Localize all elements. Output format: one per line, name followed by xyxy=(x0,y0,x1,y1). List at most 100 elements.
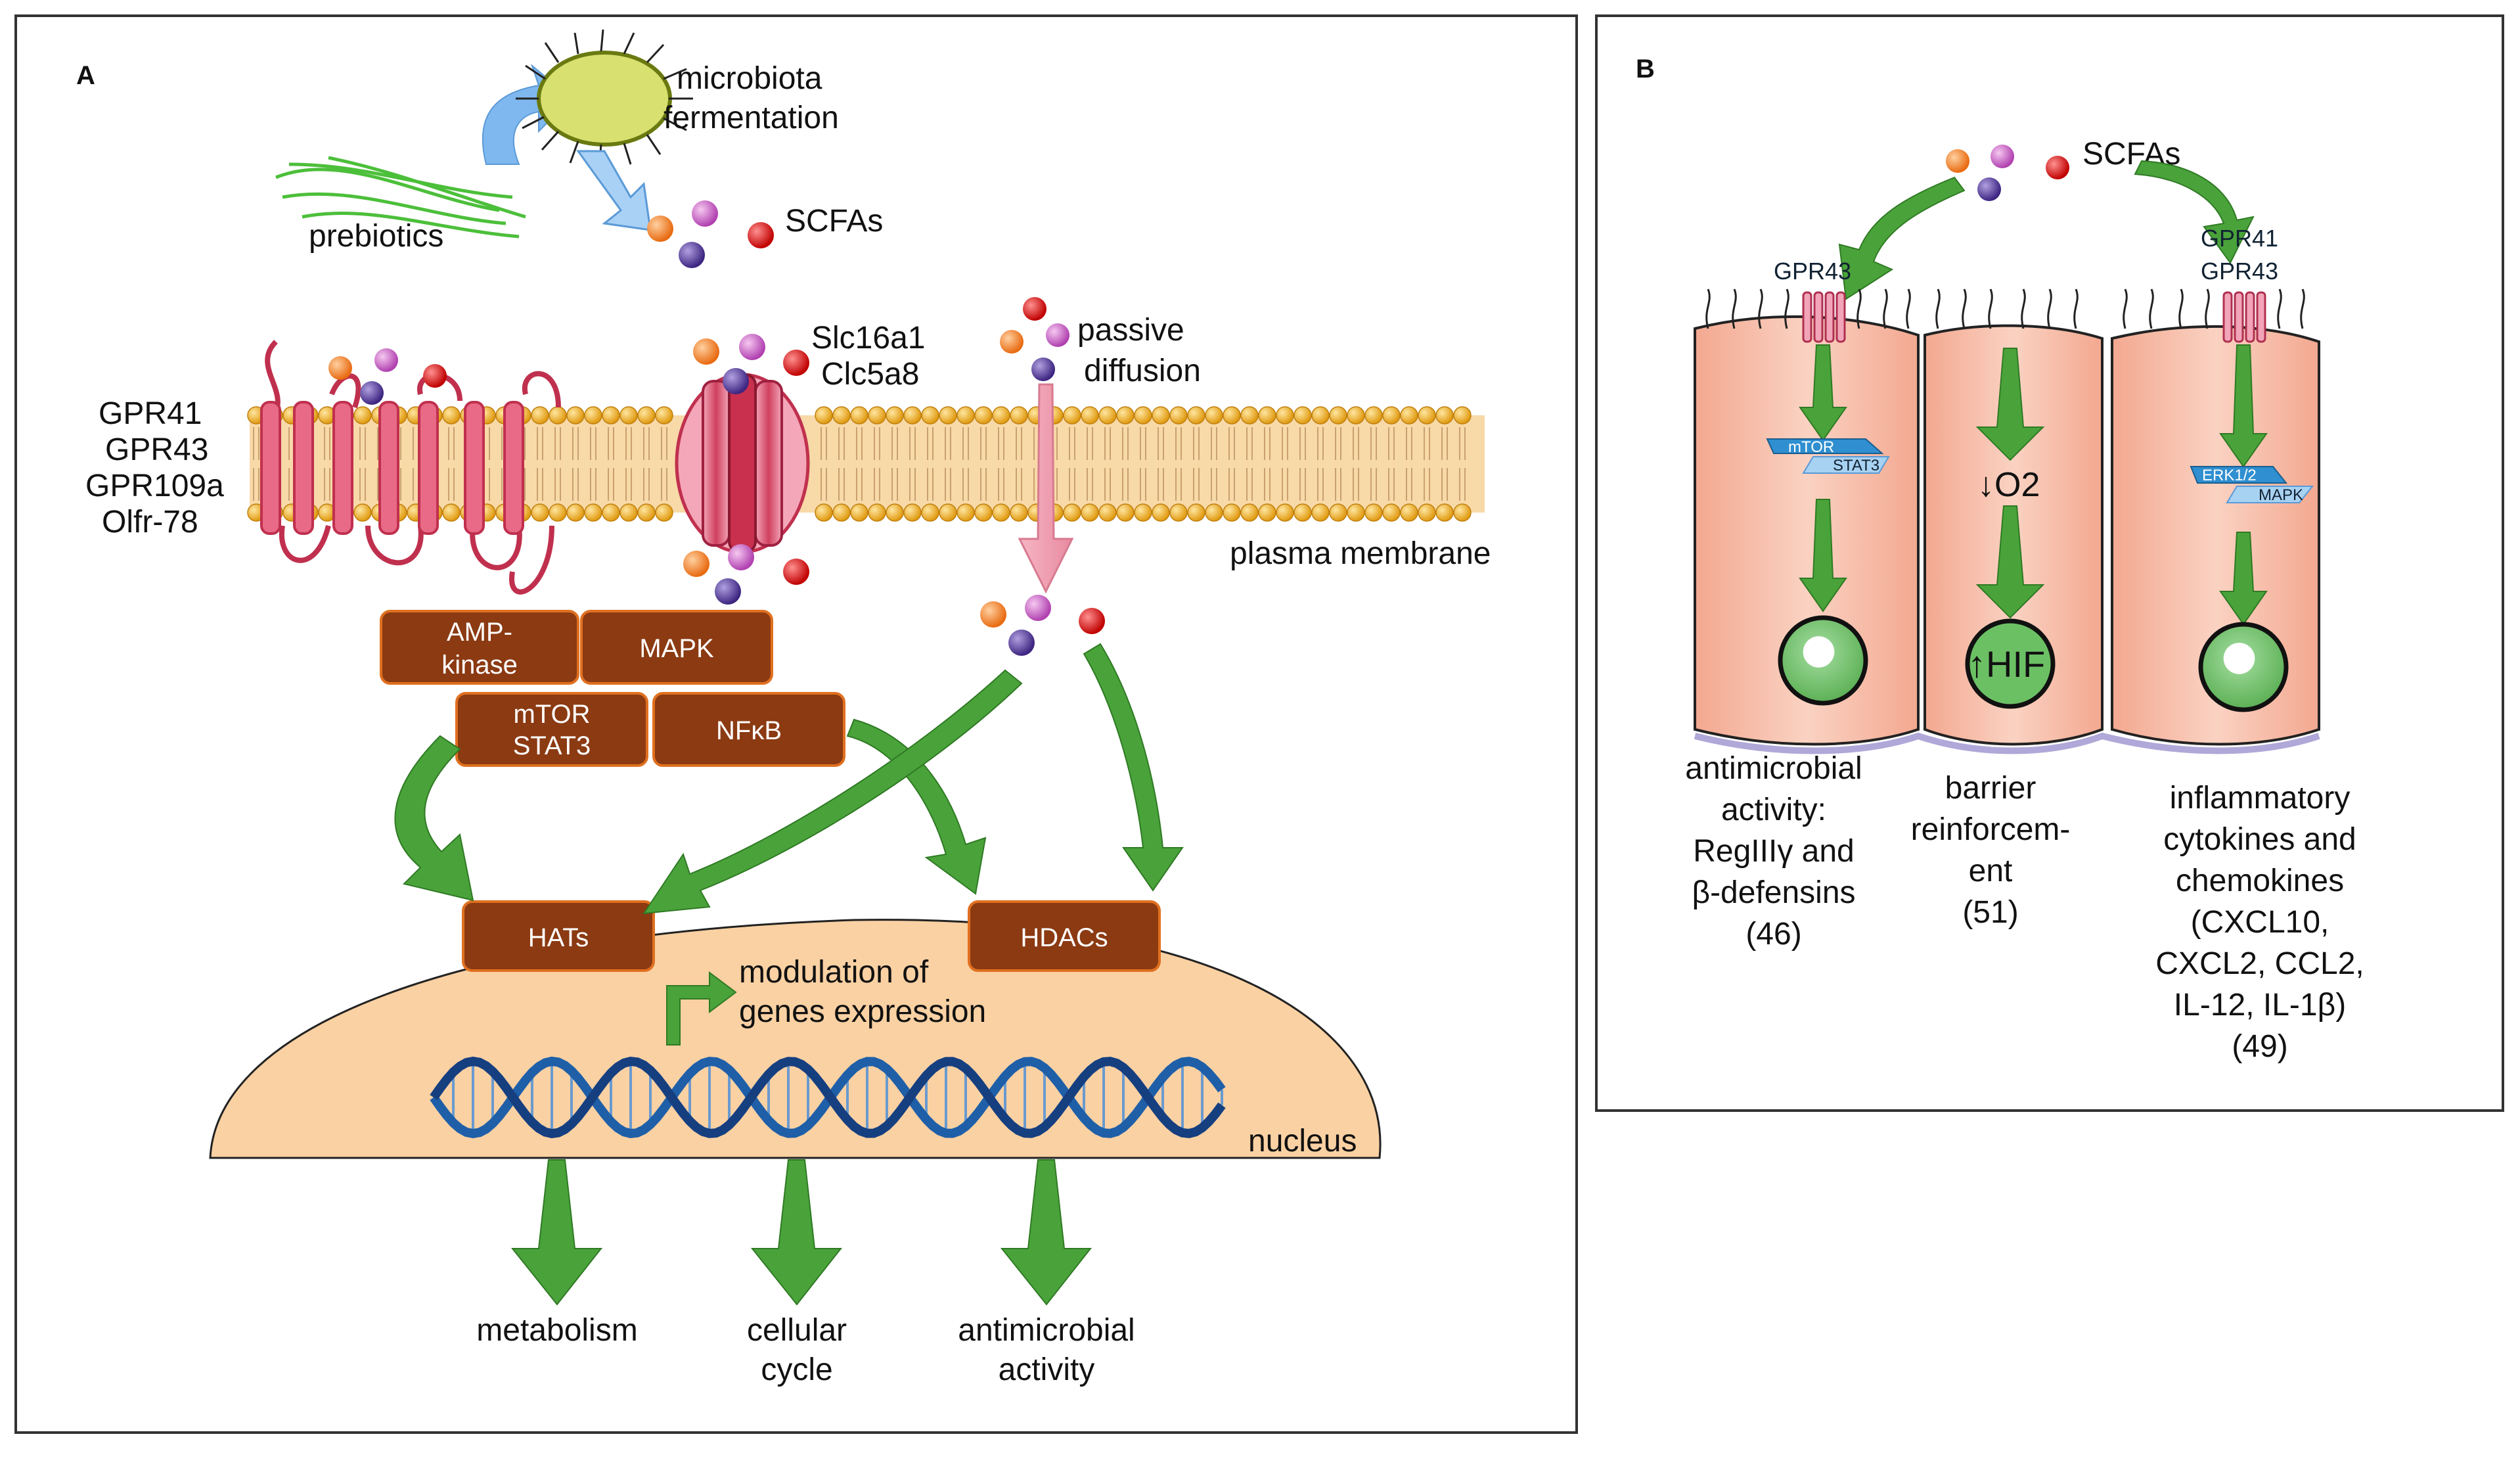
receptor-gpr109a-label: GPR109a xyxy=(85,469,224,503)
plasma-membrane-label: plasma membrane xyxy=(1230,536,1491,571)
microvillus xyxy=(1883,288,1888,329)
cellular-label: cellular xyxy=(747,1313,847,1348)
lipid-head xyxy=(1276,406,1294,425)
cell1-stat3-text: STAT3 xyxy=(1833,457,1879,474)
lipid-head xyxy=(655,406,673,425)
cell2-nucleus xyxy=(1965,618,2056,709)
caption3-line7: (49) xyxy=(2232,1029,2287,1064)
lipid-head xyxy=(602,503,620,522)
lipid-head xyxy=(868,503,886,522)
cell3-mapk-tag xyxy=(2226,486,2314,503)
cell1-receptor-icon xyxy=(1802,291,1846,343)
scfas-label-a: SCFAs xyxy=(785,204,883,239)
cell1-mtor-tag xyxy=(1766,438,1884,454)
antimicrobial-label: antimicrobial xyxy=(958,1313,1135,1348)
modulation-label-line2: genes expression xyxy=(739,994,986,1029)
microbiota-label: microbiota xyxy=(677,61,822,96)
lipid-head xyxy=(531,406,549,425)
ampk-label-line1: AMP- xyxy=(447,618,512,647)
receptor-list: GPR41 GPR43 GPR109a Olfr-78 xyxy=(85,396,224,540)
microvillus xyxy=(2047,288,2052,329)
microvillus xyxy=(2277,288,2282,329)
antimicrobial-arrow xyxy=(1000,1159,1092,1306)
caption3-line4: (CXCL10, xyxy=(2191,905,2329,940)
lipid-head xyxy=(956,503,975,522)
lipid-head xyxy=(1063,503,1081,522)
lipid-head xyxy=(1205,503,1223,522)
lipid-head xyxy=(1187,406,1205,425)
lipid-head xyxy=(1418,503,1436,522)
prebiotics-label: prebiotics xyxy=(309,219,443,254)
lipid-head xyxy=(886,406,904,425)
caption-cell2: barrier reinforcem- ent (51) xyxy=(1911,771,2071,930)
gene-expression-arrow xyxy=(666,971,737,1046)
lipid-head xyxy=(921,406,939,425)
scfa-molecules-passive-out xyxy=(980,595,1105,656)
caption1-line5: (46) xyxy=(1745,917,1801,952)
gpr43-label-b-right: GPR43 xyxy=(2201,258,2278,285)
nfkb-box xyxy=(652,692,845,767)
cell3-arrow-lower xyxy=(2219,532,2268,626)
hats-box xyxy=(462,900,655,972)
lipid-head xyxy=(549,406,567,425)
lipid-head xyxy=(1223,406,1241,425)
lipid-head xyxy=(637,406,656,425)
microbiota-bacterium-icon xyxy=(516,29,693,168)
microvillus xyxy=(1758,288,1763,329)
lipid-head xyxy=(815,406,833,425)
lipid-head xyxy=(619,503,638,522)
gpr43-label-b: GPR43 xyxy=(1774,258,1851,285)
lipid-head xyxy=(1116,406,1135,425)
cell3-arrow-upper xyxy=(2219,344,2268,468)
lipid-head xyxy=(1063,406,1081,425)
microvillus xyxy=(2205,288,2210,329)
lipid-head xyxy=(1329,503,1347,522)
scfa-molecules-passive-in xyxy=(1000,297,1069,381)
microvillus xyxy=(1732,288,1737,329)
nucleus-label: nucleus xyxy=(1248,1124,1357,1159)
lipid-head xyxy=(1453,406,1472,425)
hdacs-box xyxy=(968,900,1161,972)
lipid-head xyxy=(566,503,585,522)
caption1-line2: activity: xyxy=(1721,793,1826,827)
hats-label: HATs xyxy=(528,923,589,952)
lipid-head xyxy=(1382,503,1401,522)
lipid-head xyxy=(921,503,939,522)
mtor-label-line2: STAT3 xyxy=(513,731,591,760)
signaling-boxes: AMP- kinase MAPK mTOR STAT3 NFκB xyxy=(380,610,845,767)
caption3-line6: IL-12, IL-1β) xyxy=(2174,988,2346,1023)
lipid-head xyxy=(992,406,1010,425)
microvillus xyxy=(1856,288,1862,329)
passive-to-hdacs-arrow xyxy=(1083,643,1184,892)
lipid-head xyxy=(1169,406,1188,425)
cell3-erk-tag xyxy=(2190,466,2288,484)
lipid-head xyxy=(655,503,673,522)
cell2-arrow-lower xyxy=(1975,505,2045,619)
microvillus xyxy=(2300,288,2305,329)
hdacs-label: HDACs xyxy=(1020,923,1108,952)
scfa-molecules-receptor xyxy=(328,348,447,405)
lipid-head xyxy=(353,503,372,522)
lipid-head xyxy=(974,406,993,425)
fermentation-label: fermentation xyxy=(664,101,839,135)
lipid-head xyxy=(1311,503,1330,522)
lipid-head xyxy=(619,406,638,425)
lipid-head xyxy=(549,503,567,522)
caption3-line3: chemokines xyxy=(2176,863,2344,898)
cycle-label: cycle xyxy=(761,1352,832,1387)
cell3-nucleus xyxy=(2198,622,2289,712)
caption2-line3: ent xyxy=(1969,854,2013,888)
lipid-head xyxy=(1223,503,1241,522)
lipid-head xyxy=(1098,406,1117,425)
lipid-head xyxy=(850,503,868,522)
caption1-line3: RegIIIγ and xyxy=(1693,834,1854,869)
microvillus xyxy=(2021,288,2026,329)
passive-diffusion-arrow xyxy=(1018,383,1074,594)
epithelial-cells xyxy=(1694,315,2320,754)
lipid-head xyxy=(939,406,957,425)
caption1-line4: β-defensins xyxy=(1692,875,1855,910)
cell1-nucleus xyxy=(1778,615,1868,706)
lipid-head xyxy=(1418,406,1436,425)
lipid-head xyxy=(353,406,372,425)
dna-strand xyxy=(430,1056,1226,1139)
